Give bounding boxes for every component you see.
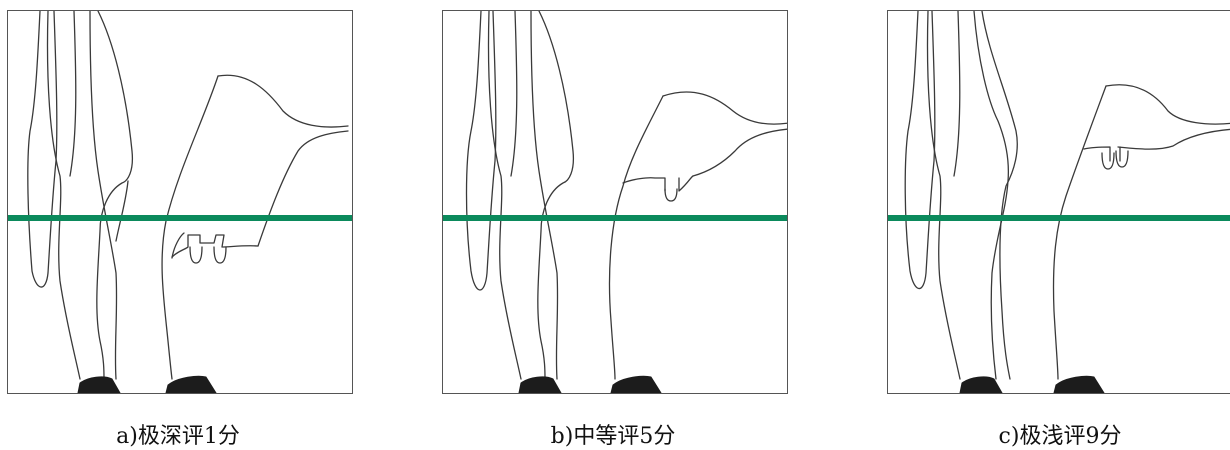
udder [172,235,258,263]
diagram-panel-intermediate [442,10,788,394]
hind-leg [610,92,789,379]
udder [1084,147,1128,169]
front-legs [467,11,574,379]
front-legs [905,11,1017,379]
cow-rear-leg-drawing [8,11,353,394]
hind-hoof [1054,376,1104,393]
front-legs [28,11,133,379]
hind-hoof [611,376,661,393]
hind-leg [1054,85,1230,379]
hind-leg [162,75,348,379]
caption-shallow: c)极浅评9分 [960,418,1160,450]
caption-deep: a)极深评1分 [78,418,278,450]
udder [623,176,693,201]
cow-rear-leg-drawing [888,11,1230,394]
cow-rear-leg-drawing [443,11,788,394]
diagram-panel-shallow [887,10,1230,394]
diagram-panel-deep [7,10,353,394]
hind-hoof [166,376,216,393]
caption-intermediate: b)中等评5分 [513,418,713,450]
front-hoof [519,377,561,393]
front-hoof [78,377,120,393]
